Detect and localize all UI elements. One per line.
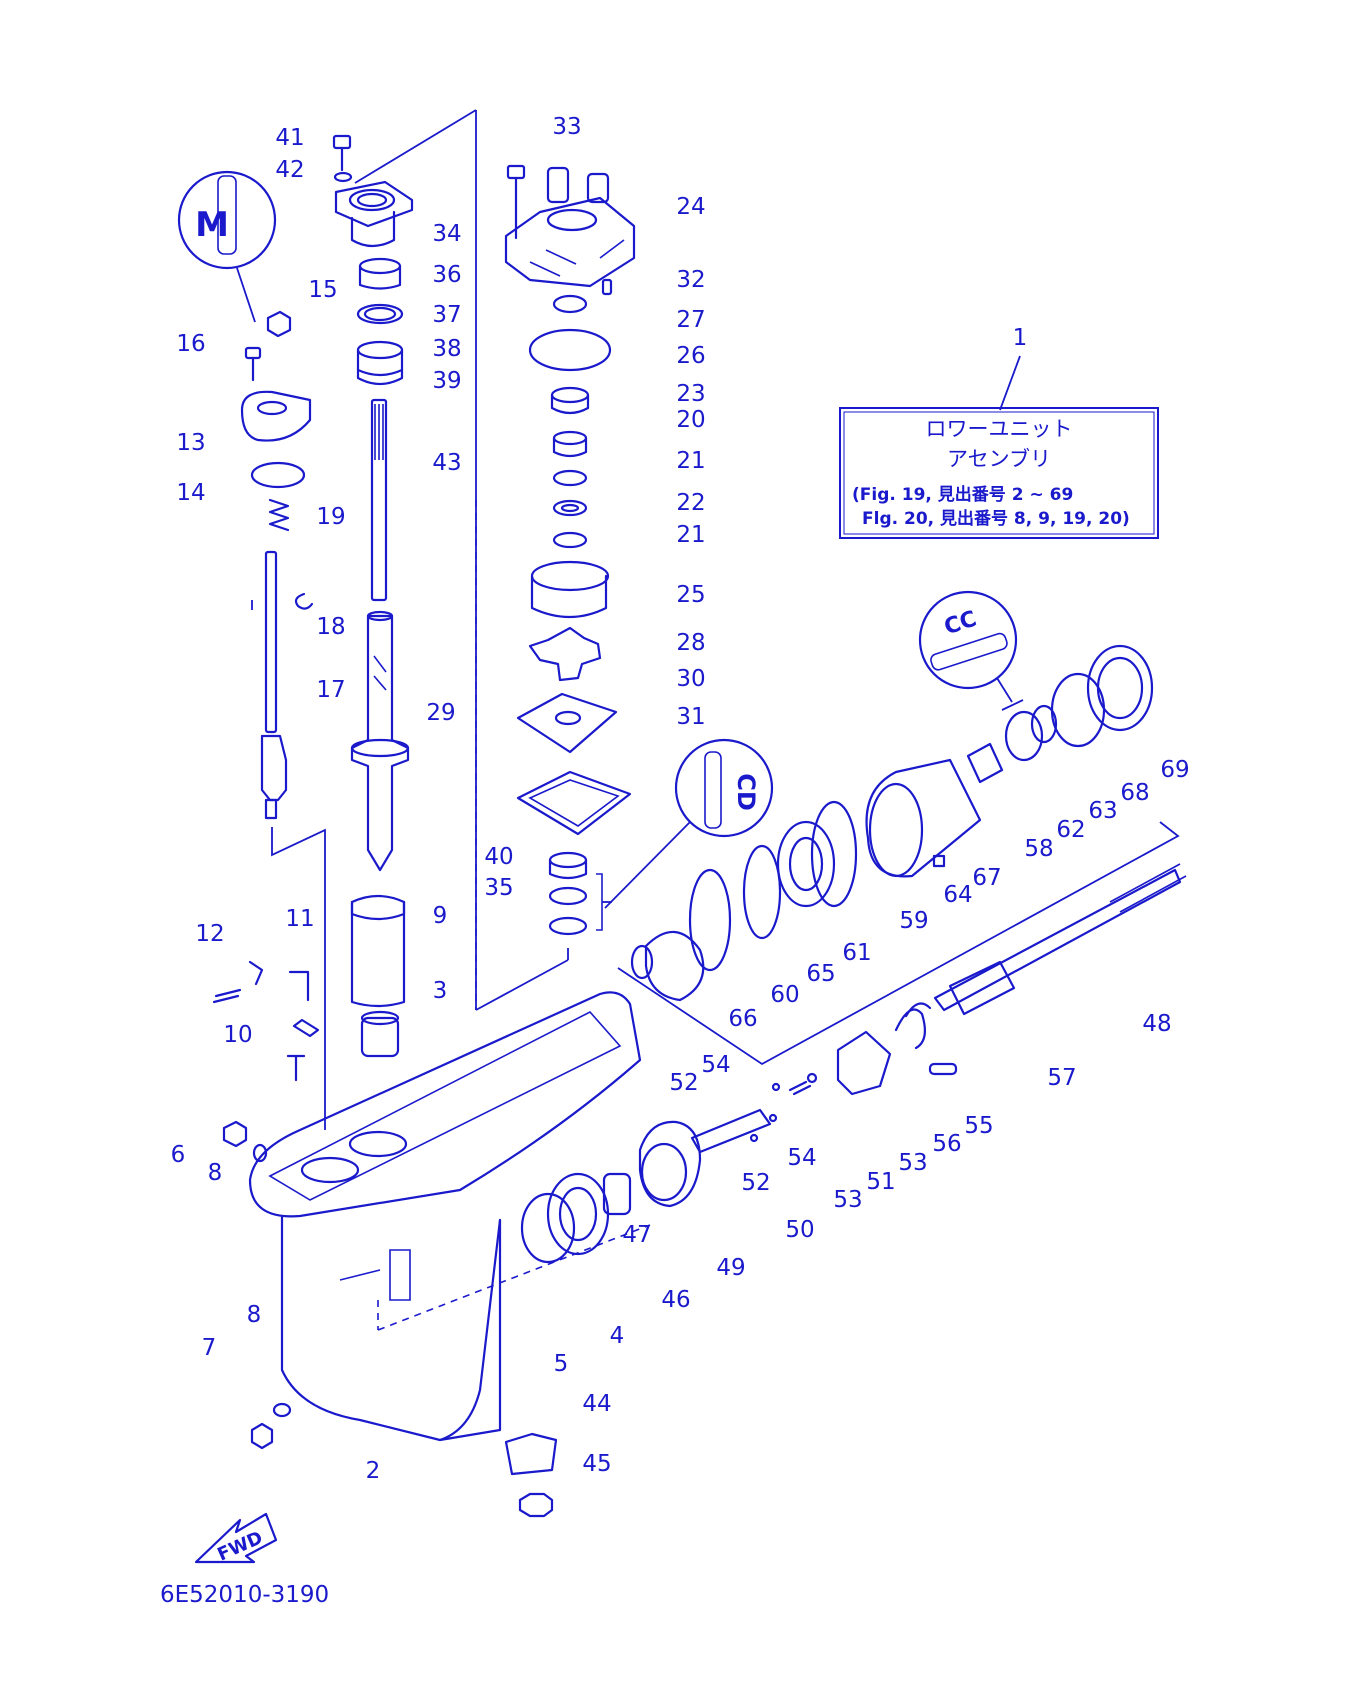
part-number-label: 35 [484,875,513,901]
part-number-label: 28 [676,630,705,656]
part-number-label: 61 [842,940,871,966]
callout-title-line2: アセンブリ [947,447,1051,471]
part-number-label: 21 [676,522,705,548]
propeller-shaft-assembly [504,644,1187,1518]
part-number-label: 55 [964,1113,993,1139]
lower-casing [248,991,651,1442]
part-number-label: 14 [176,480,205,506]
part-number-label: 53 [898,1150,927,1176]
part-number-label: 21 [676,448,705,474]
part-number-label: 16 [176,331,205,357]
part-number-label: 25 [676,582,705,608]
part-number-label: 57 [1047,1065,1076,1091]
part-number-label: 56 [932,1131,961,1157]
part-number-label: 48 [1142,1011,1171,1037]
forward-direction-arrow: FWD [194,1512,278,1566]
part-number-label: 43 [432,450,461,476]
part-number-label: 42 [275,157,304,183]
callout-note-line1: (Fig. 19, 見出番号 2 ~ 69 [852,484,1073,505]
part-number-label: 64 [943,882,972,908]
part-number-label: 68 [1120,780,1149,806]
circle-m-glyph: M [195,205,229,245]
part-number-label: 22 [676,490,705,516]
part-number-label: 44 [582,1391,611,1417]
part-number-label: 45 [582,1451,611,1477]
detail-circle-cd: CD [604,738,774,909]
part-number-label: 31 [676,704,705,730]
part-number-label: 39 [432,368,461,394]
part-number-label: 17 [316,677,345,703]
part-number-label: 52 [669,1070,698,1096]
part-number-label: 20 [676,407,705,433]
part-number-label: 18 [316,614,345,640]
part-number-label: 4 [610,1323,625,1349]
part-number-label: 58 [1024,836,1053,862]
part-number-label: 69 [1160,757,1189,783]
part-number-label: 7 [202,1335,217,1361]
fwd-label: FWD [214,1527,266,1565]
part-number-label: 19 [316,504,345,530]
part-number-label: 15 [308,277,337,303]
part-number-label: 62 [1056,817,1085,843]
assembly-callout-box: ロワーユニット アセンブリ (Fig. 19, 見出番号 2 ~ 69 Flg.… [839,355,1159,539]
part-number-label: 5 [554,1351,569,1377]
drawing-code: 6E52010-3190 [160,1582,329,1608]
part-number-label: 8 [247,1302,262,1328]
detail-circle-cc: CC [918,590,1024,711]
side-fasteners [212,960,320,1450]
part-number-label: 30 [676,666,705,692]
part-number-label: 3 [433,978,448,1004]
part-number-label: 60 [770,982,799,1008]
part-number-label: 24 [676,194,705,220]
part-number-label: 46 [661,1287,690,1313]
part-number-label: 36 [432,262,461,288]
part-number-label: 13 [176,430,205,456]
part-number-label: 32 [676,267,705,293]
part-number-label: 41 [275,125,304,151]
assembly-frame-lines [271,109,612,1130]
part-number-label: 23 [676,381,705,407]
part-number-label: 50 [785,1217,814,1243]
detail-circle-m: M [177,170,277,323]
part-number-label: 37 [432,302,461,328]
part-number-label: 65 [806,961,835,987]
driveshaft-assembly [332,134,414,1058]
part-number-labels: 1234567889101112131415161718192021222123… [171,114,1190,1484]
part-number-label: 2 [366,1458,381,1484]
part-number-label: 54 [701,1052,730,1078]
part-number-label: 66 [728,1006,757,1032]
part-number-label: 67 [972,865,1001,891]
part-number-label: 53 [833,1187,862,1213]
part-number-label: 49 [716,1255,745,1281]
part-number-label: 51 [866,1169,895,1195]
part-number-label: 29 [426,700,455,726]
part-number-label: 6 [171,1142,186,1168]
part-number-label: 52 [741,1170,770,1196]
shift-rod-assembly [240,310,314,820]
part-number-label: 11 [285,906,314,932]
part-number-label: 63 [1088,798,1117,824]
part-number-label: 8 [208,1160,223,1186]
part-number-label: 40 [484,844,513,870]
part-number-label: 9 [433,903,448,929]
part-number-label: 27 [676,307,705,333]
water-pump-assembly [504,164,636,936]
part-number-label: 59 [899,908,928,934]
part-number-label: 1 [1013,325,1028,351]
callout-note-line2: Flg. 20, 見出番号 8, 9, 19, 20) [862,508,1130,529]
callout-title-line1: ロワーユニット [926,417,1073,441]
part-number-label: 10 [223,1022,252,1048]
part-number-label: 38 [432,336,461,362]
part-number-label: 47 [622,1222,651,1248]
circle-cd-glyph: CD [732,773,760,811]
part-number-label: 26 [676,343,705,369]
part-number-label: 33 [552,114,581,140]
part-number-label: 12 [195,921,224,947]
part-number-label: 54 [787,1145,816,1171]
part-number-label: 34 [432,221,461,247]
circle-cc-glyph: CC [941,607,979,641]
